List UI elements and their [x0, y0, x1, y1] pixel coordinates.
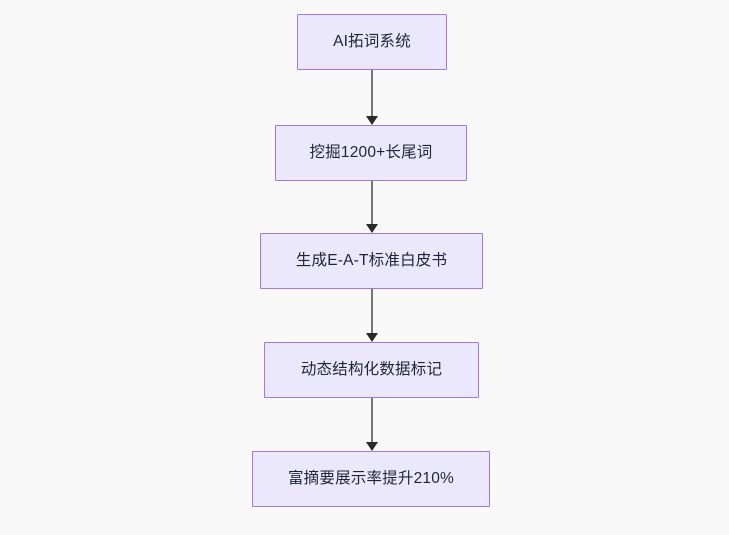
flow-node-label: 富摘要展示率提升210% — [287, 469, 455, 487]
flow-edge — [366, 289, 378, 342]
flow-node-rich-snippet-rate-increase[interactable]: 富摘要展示率提升210% — [252, 451, 490, 507]
arrowhead-icon — [366, 442, 378, 451]
flow-node-mine-longtail-keywords[interactable]: 挖掘1200+长尾词 — [275, 125, 467, 181]
flow-node-ai-keyword-system[interactable]: AI拓词系统 — [297, 14, 447, 70]
flow-node-generate-eat-whitepaper[interactable]: 生成E-A-T标准白皮书 — [260, 233, 483, 289]
arrowhead-icon — [366, 224, 378, 233]
flow-edge — [366, 70, 378, 125]
flow-node-label: 生成E-A-T标准白皮书 — [295, 251, 448, 269]
flow-node-label: 挖掘1200+长尾词 — [309, 143, 433, 161]
arrowhead-icon — [366, 333, 378, 342]
flow-node-dynamic-structured-data-markup[interactable]: 动态结构化数据标记 — [264, 342, 479, 398]
flow-edge — [366, 398, 378, 451]
edge-line — [371, 181, 373, 225]
edge-line — [371, 398, 373, 443]
flow-node-label: 动态结构化数据标记 — [300, 360, 443, 378]
flow-node-label: AI拓词系统 — [333, 32, 411, 50]
flow-edge — [366, 181, 378, 233]
arrowhead-icon — [366, 116, 378, 125]
edge-line — [371, 289, 373, 334]
edge-line — [371, 70, 373, 117]
